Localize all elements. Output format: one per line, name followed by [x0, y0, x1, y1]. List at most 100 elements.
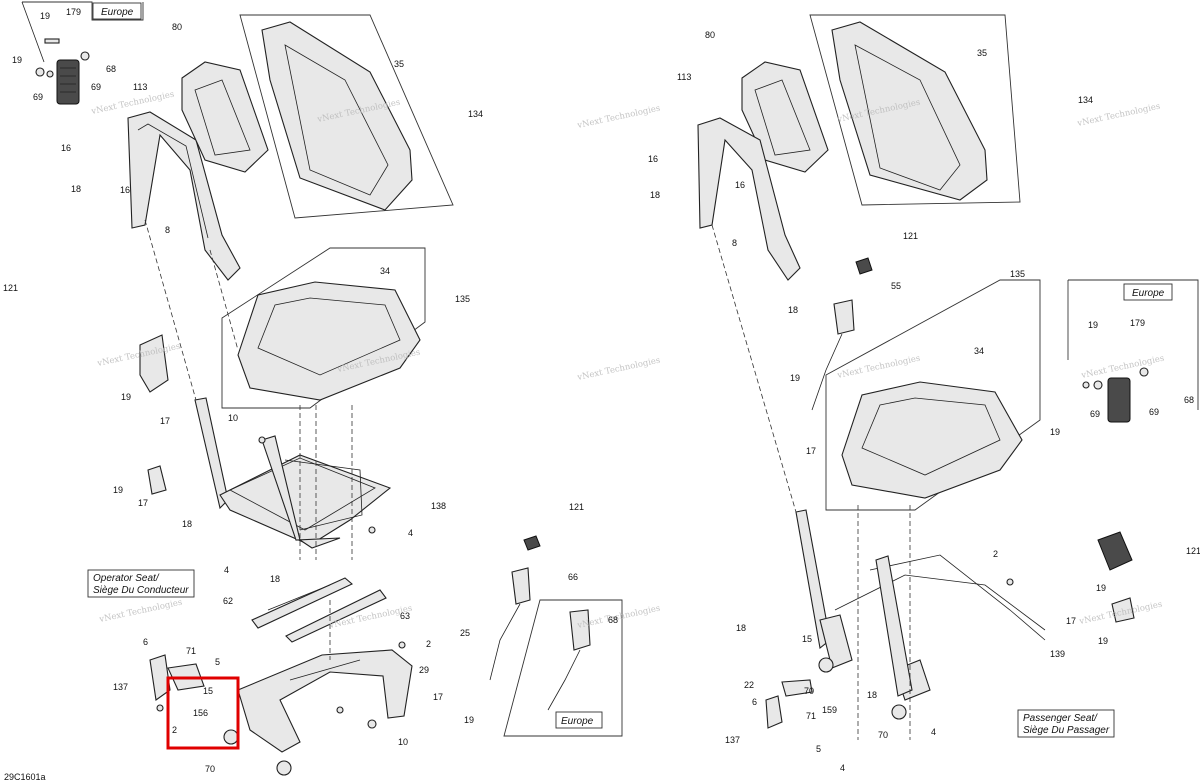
- left-callout-62: 62: [223, 596, 233, 606]
- right-callout-121: 121: [1186, 546, 1200, 556]
- left-callout-134: 134: [468, 109, 483, 119]
- left-callout-135: 135: [455, 294, 470, 304]
- left-callout-63: 63: [400, 611, 410, 621]
- watermark: vNext Technologies: [96, 342, 182, 370]
- left-callout-69: 69: [91, 82, 101, 92]
- right-callout-19: 19: [790, 373, 800, 383]
- right-callout-137: 137: [725, 735, 740, 745]
- diagram-code: 29C1601a: [4, 772, 46, 782]
- watermark: vNext Technologies: [90, 90, 176, 118]
- left-callout-29: 29: [419, 665, 429, 675]
- backrest-cushion-right: [741, 61, 829, 173]
- right-callout-8: 8: [732, 238, 737, 248]
- left-callout-19: 19: [113, 485, 123, 495]
- right-callout-6: 6: [752, 697, 757, 707]
- watermark: vNext Technologies: [576, 356, 662, 384]
- europe-label-right: Europe: [1132, 288, 1165, 299]
- left-callout-69: 69: [33, 92, 43, 102]
- left-callout-179: 179: [66, 7, 81, 17]
- left-callout-4: 4: [224, 565, 229, 575]
- right-callout-22: 22: [744, 680, 754, 690]
- left-callout-68: 68: [106, 64, 116, 74]
- left-callout-34: 34: [380, 266, 390, 276]
- right-callout-2: 2: [993, 549, 998, 559]
- left-callout-2: 2: [172, 725, 177, 735]
- right-callout-34: 34: [974, 346, 984, 356]
- operator-seat-label-fr: Siège Du Conducteur: [93, 585, 189, 596]
- left-callout-17: 17: [138, 498, 148, 508]
- right-callout-70: 70: [804, 686, 814, 696]
- left-callout-25: 25: [460, 628, 470, 638]
- highlight-box: [166, 676, 240, 750]
- right-callout-19: 19: [1098, 636, 1108, 646]
- operator-seat-label-en: Operator Seat/: [93, 573, 160, 584]
- right-callout-19: 19: [1096, 583, 1106, 593]
- right-callout-18: 18: [788, 305, 798, 315]
- watermark: vNext Technologies: [576, 104, 662, 132]
- europe-label-top-left: Europe: [101, 7, 134, 18]
- right-callout-69: 69: [1149, 407, 1159, 417]
- left-callout-17: 17: [160, 416, 170, 426]
- passenger-seat-box: Passenger Seat/ Siège Du Passager: [1017, 709, 1115, 738]
- left-callout-15: 15: [203, 686, 213, 696]
- left-callout-70: 70: [205, 764, 215, 774]
- left-callout-137: 137: [113, 682, 128, 692]
- right-callout-17: 17: [806, 446, 816, 456]
- hardware-left: [139, 334, 406, 714]
- right-callout-17: 17: [1066, 616, 1076, 626]
- left-callout-17: 17: [433, 692, 443, 702]
- callouts-right: 8035134113161618812118551353419171791968…: [648, 30, 1200, 773]
- europe-inset-top-left: Europe: [21, 1, 144, 105]
- left-callout-10: 10: [398, 737, 408, 747]
- left-callout-121: 121: [3, 283, 18, 293]
- operator-seat-box: Operator Seat/ Siège Du Conducteur: [87, 569, 195, 598]
- hardware-right: [765, 257, 1135, 729]
- right-callout-4: 4: [931, 727, 936, 737]
- left-callout-68: 68: [608, 615, 618, 625]
- right-callout-5: 5: [816, 744, 821, 754]
- backrest-frame-left: [127, 111, 241, 281]
- left-callout-35: 35: [394, 59, 404, 69]
- right-callout-70: 70: [878, 730, 888, 740]
- right-callout-113: 113: [677, 72, 691, 82]
- right-callout-135: 135: [1010, 269, 1025, 279]
- left-callout-113: 113: [133, 82, 147, 92]
- left-callout-18: 18: [71, 184, 81, 194]
- watermark: vNext Technologies: [98, 598, 184, 626]
- watermark: vNext Technologies: [1080, 354, 1166, 382]
- right-callout-139: 139: [1050, 649, 1065, 659]
- backrest-frame-right: [697, 117, 801, 281]
- seatbelt-left: Europe: [489, 535, 623, 737]
- left-callout-80: 80: [172, 22, 182, 32]
- backrest-box-left: [239, 14, 454, 219]
- left-callout-8: 8: [165, 225, 170, 235]
- left-callout-19: 19: [40, 11, 50, 21]
- right-callout-80: 80: [705, 30, 715, 40]
- right-callout-35: 35: [977, 48, 987, 58]
- assembly-lines-right: [711, 224, 911, 740]
- assembly-lines-left: [144, 219, 353, 660]
- watermark: vNext Technologies: [836, 354, 922, 382]
- left-callout-16: 16: [120, 185, 130, 195]
- right-callout-18: 18: [736, 623, 746, 633]
- left-callout-121: 121: [569, 502, 584, 512]
- left-callout-16: 16: [61, 143, 71, 153]
- brackets-left: [149, 654, 205, 701]
- left-callout-4: 4: [408, 528, 413, 538]
- left-callout-10: 10: [228, 413, 238, 423]
- right-callout-159: 159: [822, 705, 837, 715]
- left-callout-2: 2: [426, 639, 431, 649]
- callouts-left: 19 179 19 68 69 69 80 35 134 113 16 16 18 8 34 135 121 19…: [3, 7, 618, 774]
- left-callout-66: 66: [568, 572, 578, 582]
- slide-rails-left: [251, 577, 387, 643]
- right-callout-18: 18: [867, 690, 877, 700]
- europe-inset-right: Europe: [1067, 279, 1199, 423]
- europe-label-belt: Europe: [561, 716, 594, 727]
- passenger-seat-label-en: Passenger Seat/: [1023, 713, 1098, 724]
- right-callout-69: 69: [1090, 409, 1100, 419]
- backrest-box-right: [809, 14, 1021, 206]
- right-callout-18: 18: [650, 190, 660, 200]
- left-callout-19: 19: [121, 392, 131, 402]
- right-callout-16: 16: [735, 180, 745, 190]
